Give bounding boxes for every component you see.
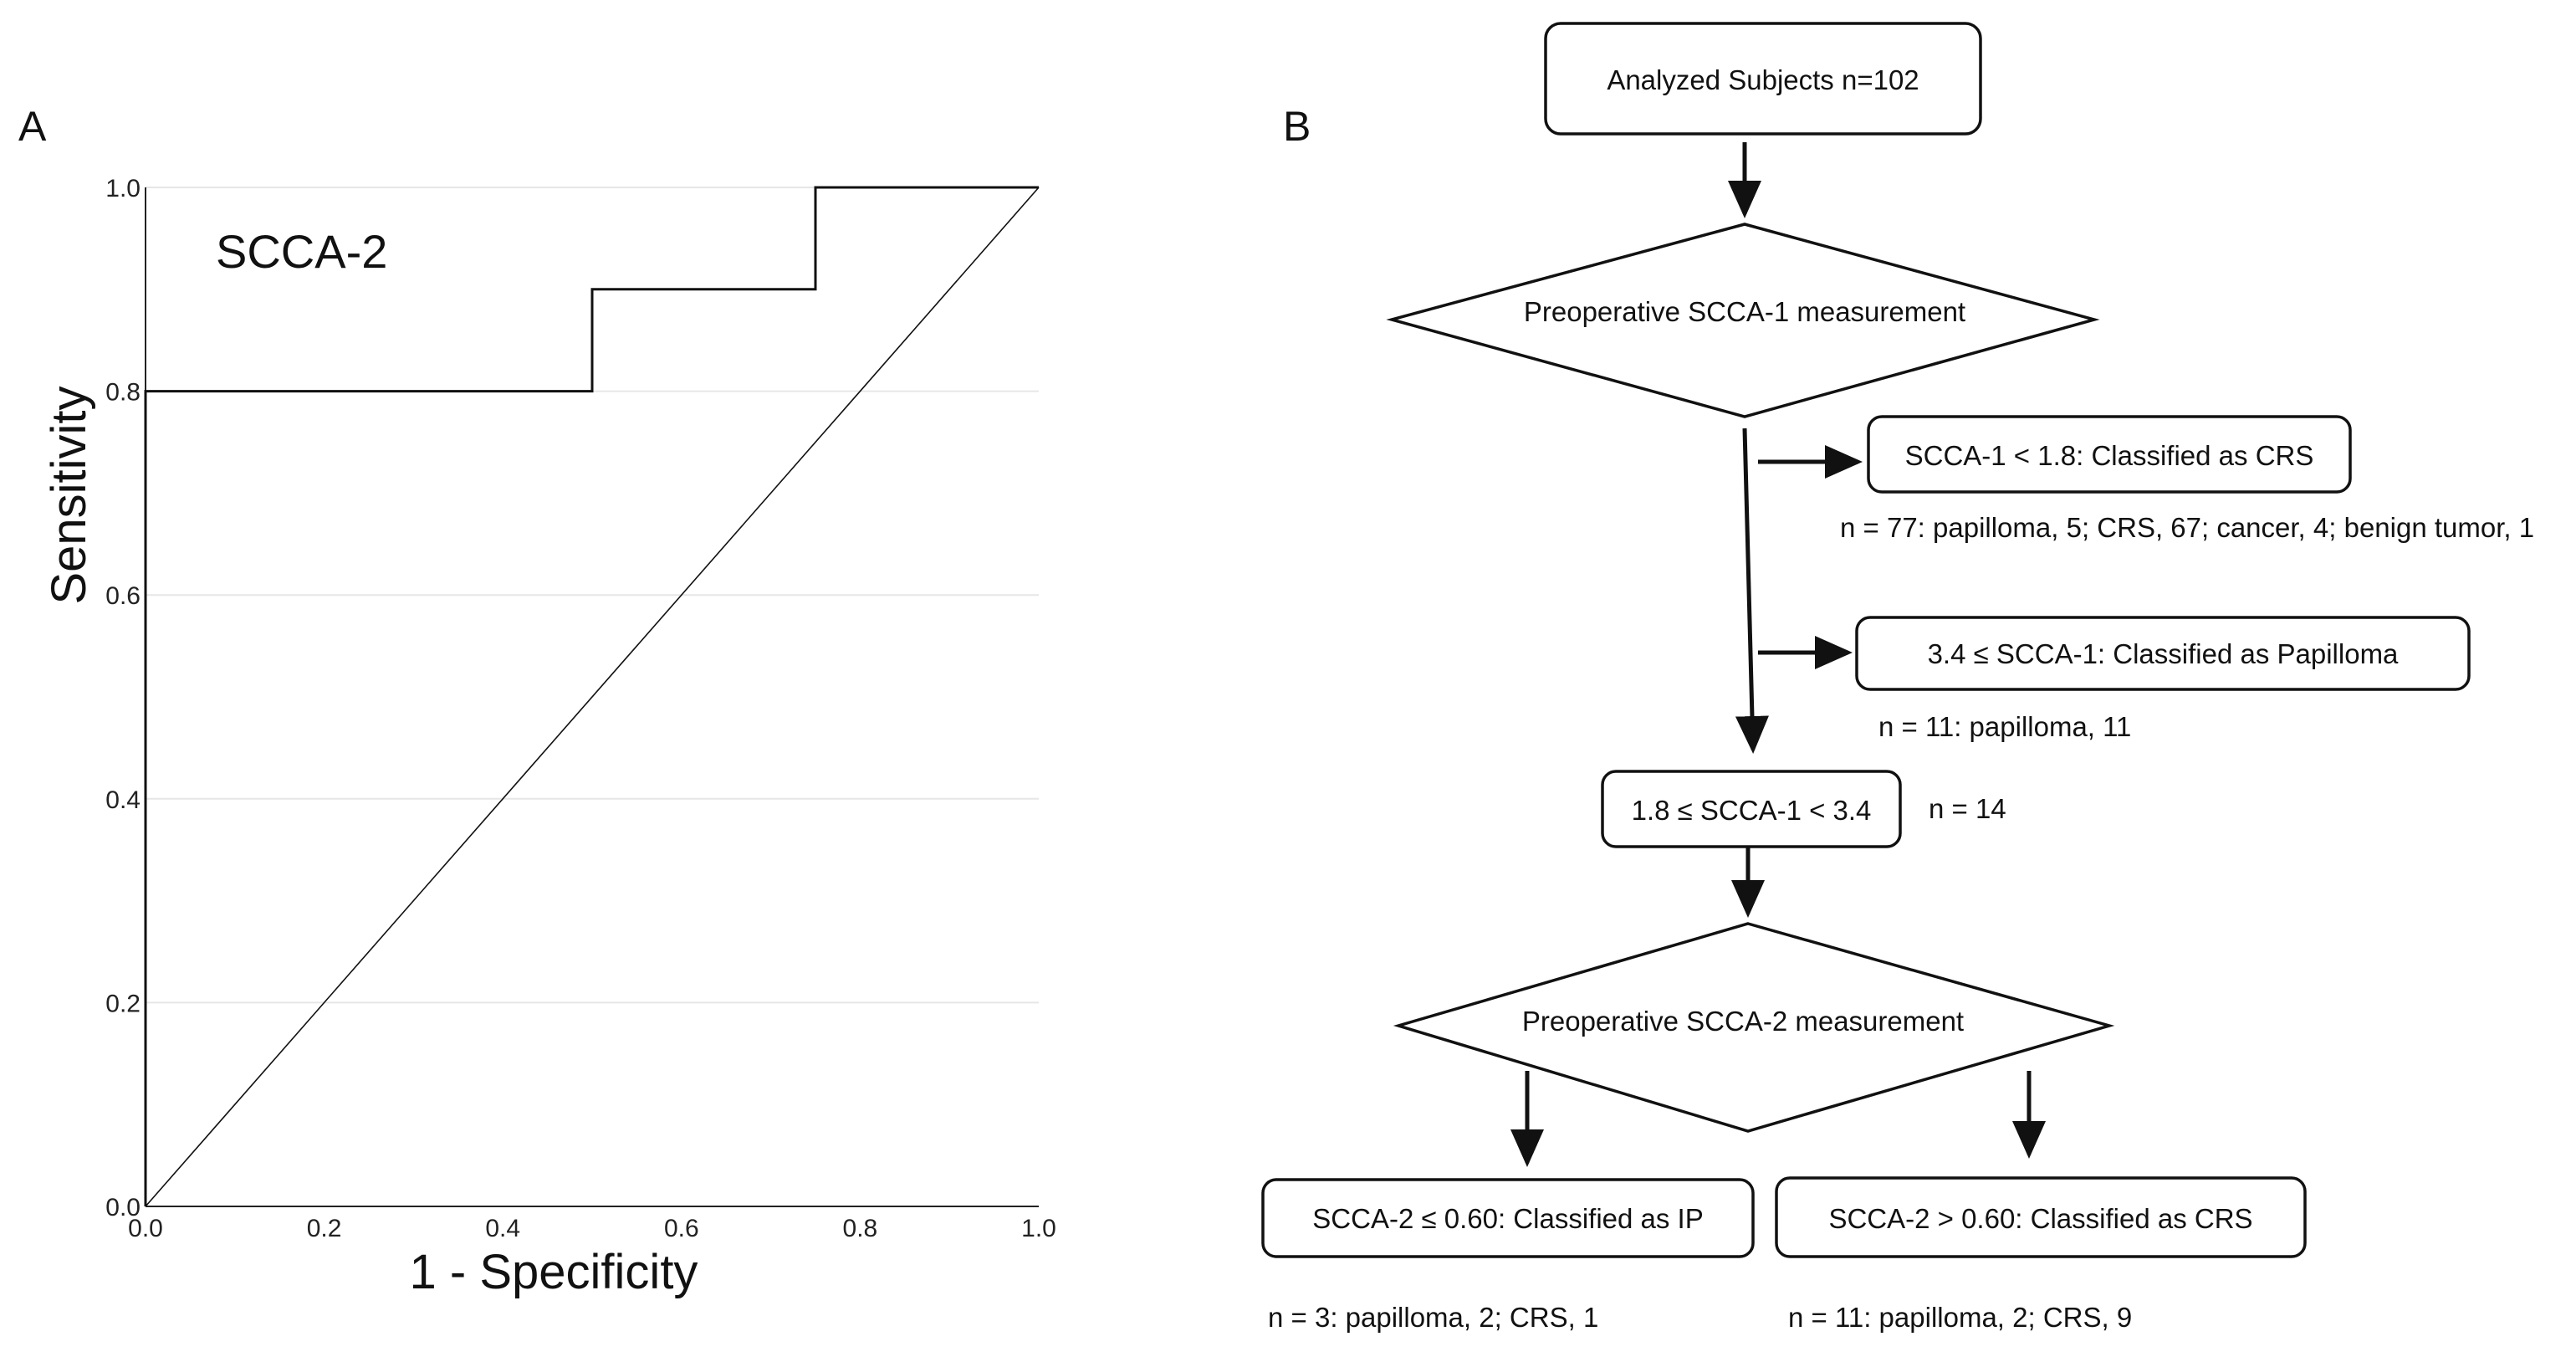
papilloma-branch-label: 3.4 ≤ SCCA-1: Classified as Papilloma: [1928, 638, 2399, 669]
scca1-decision-diamond: [1386, 223, 2100, 418]
roc-curve: [144, 186, 1039, 1206]
reference-diagonal-line: [145, 187, 1040, 1207]
subjects-box: [1544, 22, 1982, 136]
crs2-branch-box: [1775, 1176, 2307, 1258]
x-tick-labels: 0.0 0.2 0.4 0.6 0.8 1.0: [128, 1215, 1056, 1242]
subjects-label: Analyzed Subjects n=102: [1607, 64, 1919, 95]
y-tick-label-4: 0.8: [105, 379, 141, 407]
x-tick-label-0: 0.0: [128, 1215, 163, 1242]
intermediate-label: 1.8 ≤ SCCA-1 < 3.4: [1632, 795, 1872, 826]
crs2-branch-label: SCCA-2 > 0.60: Classified as CRS: [1828, 1203, 2252, 1234]
intermediate-box: [1601, 770, 1902, 848]
y-tick-label-3: 0.6: [105, 582, 141, 610]
chart-title: SCCA-2: [216, 225, 387, 278]
scca2-decision-diamond: [1393, 922, 2115, 1133]
papilloma-branch-box: [1855, 616, 2471, 691]
ip-branch-box: [1261, 1178, 1755, 1258]
series-layer: [144, 186, 1040, 1207]
y-tick-labels: 0.0 0.2 0.4 0.6 0.8 1.0: [105, 175, 141, 1221]
papilloma-counts-note: n = 11: papilloma, 11: [1878, 711, 2131, 742]
crs2-counts-note: n = 11: papilloma, 2; CRS, 9: [1788, 1302, 2132, 1333]
scca2-decision-label: Preoperative SCCA-2 measurement: [1522, 1006, 1964, 1037]
y-axis-title: Sensitivity: [42, 386, 96, 604]
ip-branch-label: SCCA-2 ≤ 0.60: Classified as IP: [1312, 1203, 1703, 1234]
x-axis-title: 1 - Specificity: [410, 1245, 698, 1299]
y-tick-label-1: 0.2: [105, 990, 141, 1017]
ip-counts-note: n = 3: papilloma, 2; CRS, 1: [1268, 1302, 1598, 1333]
flowchart: Analyzed Subjects n=102 Preoperative SCC…: [1261, 22, 2534, 1333]
crs-branch-label: SCCA-1 < 1.8: Classified as CRS: [1905, 440, 2314, 471]
y-tick-label-5: 1.0: [105, 175, 141, 202]
roc-chart: 0.0 0.2 0.4 0.6 0.8 1.0 0.0 0.2 0.4 0.6 0.8 1.0 SC…: [42, 175, 1056, 1299]
x-tick-label-2: 0.4: [485, 1215, 520, 1242]
scca1-decision-label: Preoperative SCCA-1 measurement: [1524, 296, 1965, 327]
arrow-scca1-to-intermediate: [1735, 428, 1769, 754]
panel-a-label: A: [18, 103, 47, 150]
crs-branch-box: [1867, 415, 2352, 494]
panel-b-label: B: [1283, 103, 1311, 150]
x-tick-label-1: 0.2: [307, 1215, 342, 1242]
x-tick-label-5: 1.0: [1021, 1215, 1056, 1242]
y-tick-label-2: 0.4: [105, 786, 141, 814]
x-tick-label-4: 0.8: [843, 1215, 878, 1242]
crs-counts-note: n = 77: papilloma, 5; CRS, 67; cancer, 4…: [1840, 512, 2534, 543]
y-tick-label-0: 0.0: [105, 1194, 141, 1221]
intermediate-count-note: n = 14: [1929, 793, 2006, 824]
x-tick-label-3: 0.6: [664, 1215, 699, 1242]
